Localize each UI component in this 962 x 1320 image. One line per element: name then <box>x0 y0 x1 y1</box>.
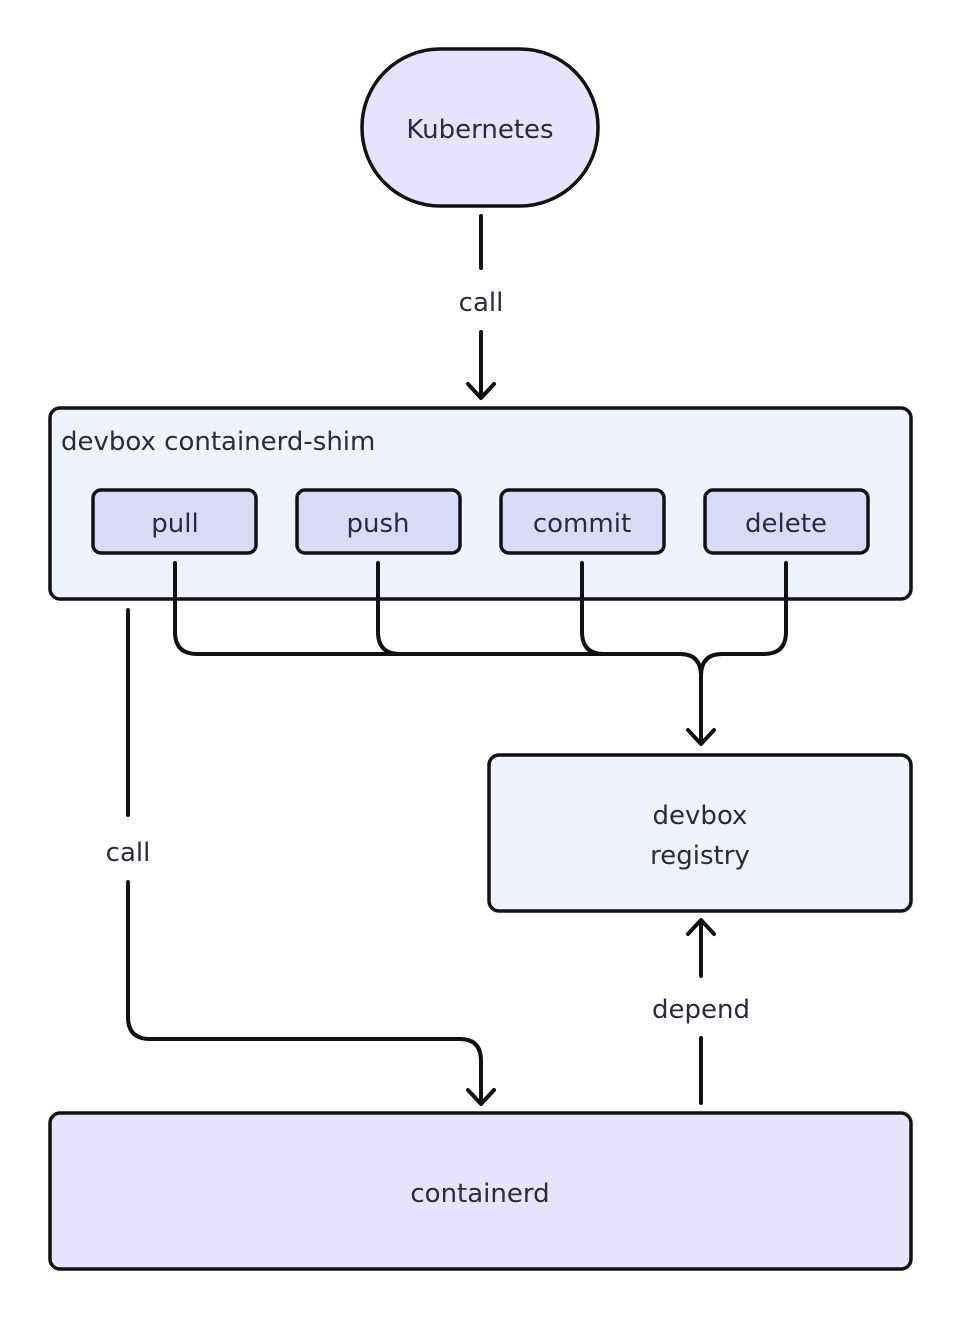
edge-actions-to-registry <box>173 561 788 746</box>
action-commit-label: commit <box>533 509 631 539</box>
edge-containerd-to-registry: depend <box>652 918 750 1105</box>
action-pull-label: pull <box>151 509 198 539</box>
arrowhead-icon <box>686 918 716 936</box>
containerd-node: containerd <box>48 1111 913 1271</box>
action-commit: commit <box>499 488 666 555</box>
kubernetes-node: Kubernetes <box>360 47 600 208</box>
action-push-label: push <box>346 509 409 539</box>
action-delete-label: delete <box>745 509 827 539</box>
edge-depend-label: depend <box>652 995 750 1025</box>
registry-label-line1: devbox <box>653 801 748 831</box>
registry-label-line2: registry <box>650 841 750 871</box>
action-delete: delete <box>703 488 870 555</box>
action-pull: pull <box>91 488 258 555</box>
shim-container: devbox containerd-shim pull push commit … <box>48 406 913 601</box>
arrowhead-icon <box>466 382 496 400</box>
edge-call-label-top: call <box>459 288 504 318</box>
edge-call-label-left: call <box>106 838 151 868</box>
containerd-label: containerd <box>410 1179 549 1209</box>
arrowhead-icon <box>686 728 716 746</box>
edge-shim-to-containerd: call <box>106 608 496 1106</box>
registry-node: devbox registry <box>487 753 913 913</box>
edge-kubernetes-to-shim: call <box>459 214 504 400</box>
arrowhead-icon <box>466 1088 496 1106</box>
action-push: push <box>295 488 462 555</box>
shim-title: devbox containerd-shim <box>61 427 375 457</box>
kubernetes-label: Kubernetes <box>406 115 553 145</box>
